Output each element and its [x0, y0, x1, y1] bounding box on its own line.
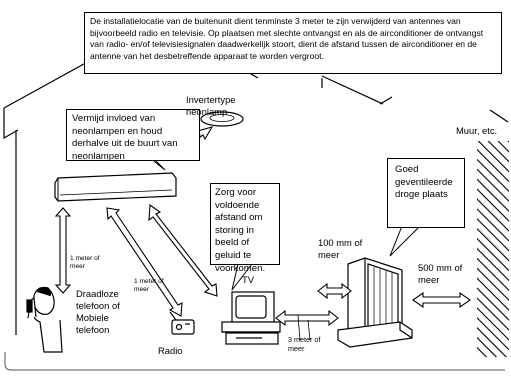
phone-label: Draadloze telefoon of Mobiele telefoon: [76, 288, 120, 335]
interference-callout-tail: [231, 263, 253, 291]
distance-100mm-label: 100 mm of meer: [318, 237, 363, 260]
wall-label: Muur, etc.: [456, 125, 498, 136]
distance-phone-label: 1 meter of meer: [70, 255, 100, 270]
top-note: De installatielocatie van de buitenunit …: [84, 12, 502, 74]
person-with-phone: [26, 286, 63, 353]
tv-label: TV: [242, 274, 254, 285]
tv-set: [221, 291, 281, 345]
pipe-lines: [297, 314, 311, 341]
distance-arrows: [54, 203, 471, 327]
distance-radio-label: 1 meter of meer: [134, 278, 164, 293]
ventilated-callout-tail: [389, 225, 421, 257]
radio-label: Radio: [158, 345, 183, 356]
indoor-unit: [54, 172, 177, 202]
distance-500mm-label: 500 mm of meer: [418, 262, 463, 285]
ventilated-callout: Goed geventileerde droge plaats: [387, 158, 465, 228]
bottom-frame: [4, 352, 505, 371]
distance-tv-label: 3 meter of meer: [288, 335, 321, 353]
radio-set: [169, 311, 195, 335]
inverter-lamp-label: Invertertype neonlamp: [186, 94, 236, 117]
neon-callout: Vermijd invloed van neonlampen en houd d…: [66, 109, 200, 162]
wall-hatch: [477, 141, 509, 357]
neon-lamp: [200, 111, 244, 127]
interference-callout: Zorg voor voldoende afstand om storing i…: [210, 183, 280, 274]
outdoor-unit: [337, 257, 413, 348]
